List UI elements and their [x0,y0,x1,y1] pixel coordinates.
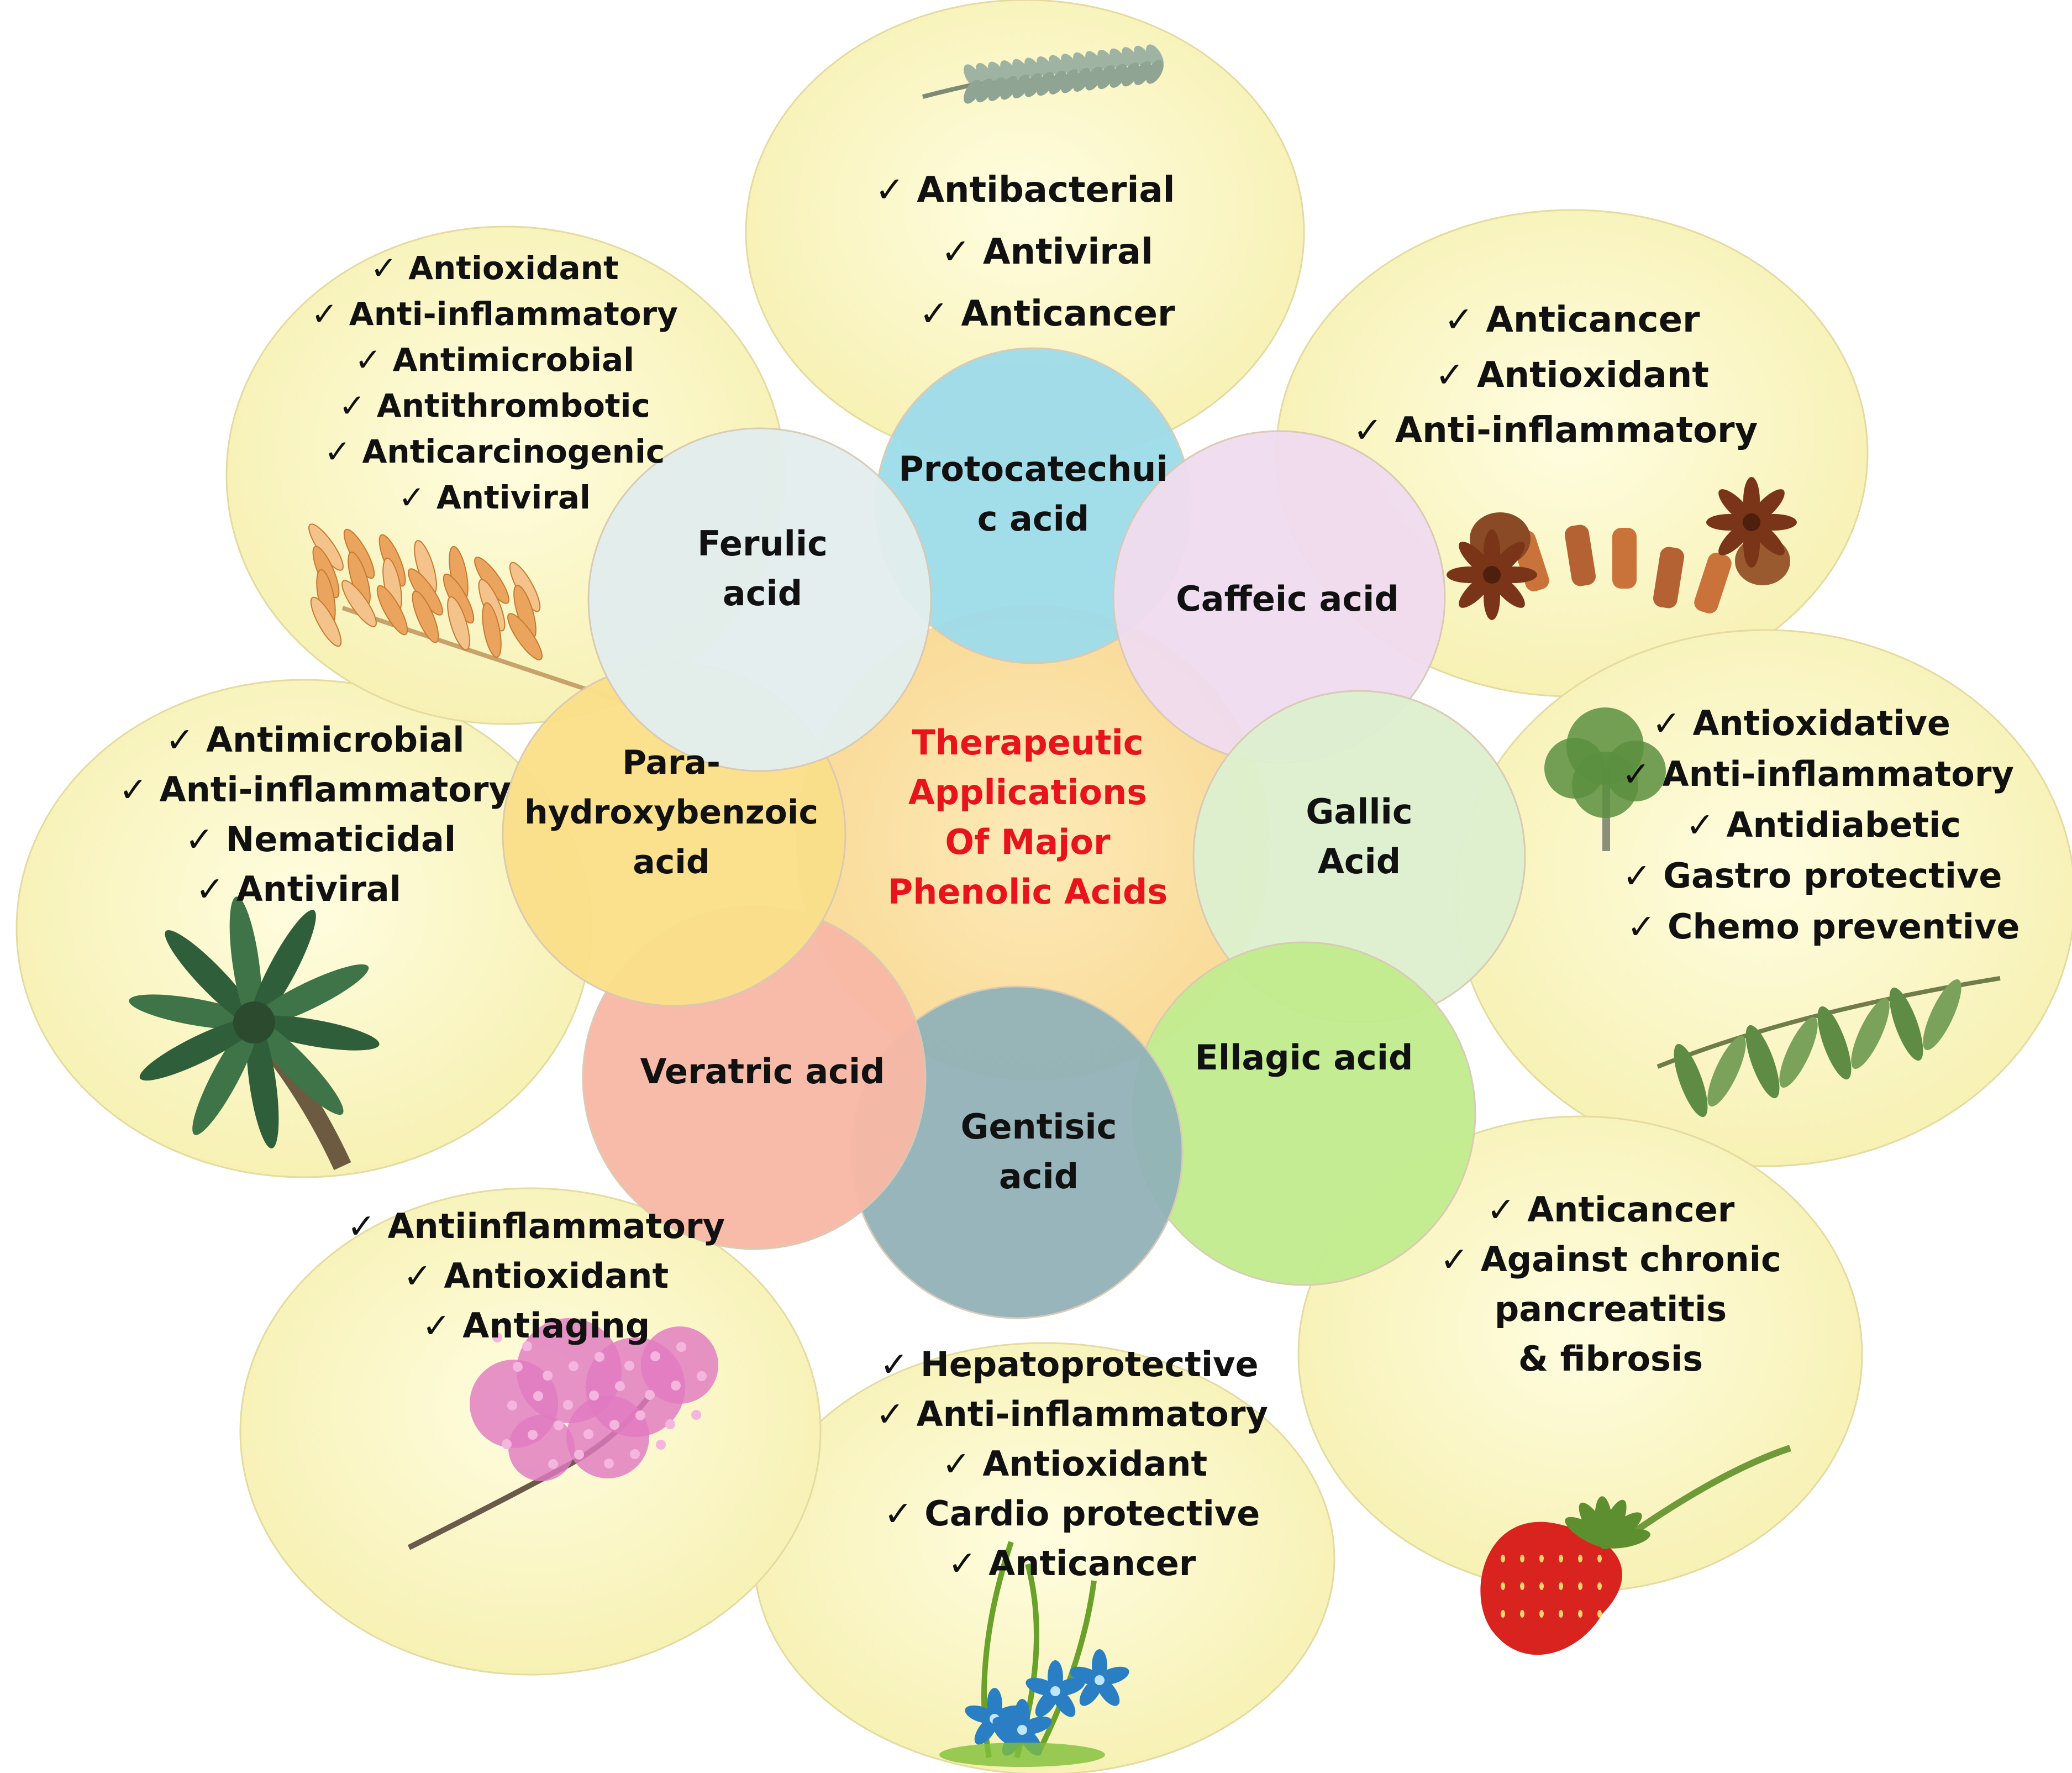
application-item-ferulic: ✓ Anti-inflammatory [311,295,678,333]
application-item-gallic: ✓ Gastro protective [1623,856,2002,896]
acid-label-gentisic: acid [999,1156,1079,1197]
application-item-gallic: ✓ Antioxidative [1652,703,1950,743]
application-item-ellagic: & fibrosis [1518,1339,1703,1379]
acid-label-parahydroxybenzoic: acid [633,843,710,882]
application-item-caffeic: ✓ Antioxidant [1435,355,1709,396]
blossom-tree-icon [407,1318,718,1550]
oat-grain-icon [308,523,625,704]
application-item-protocatechuic: ✓ Anticancer [919,293,1175,334]
strawberry-icon [1480,1445,1791,1655]
application-item-caffeic: ✓ Anticancer [1444,300,1700,340]
center-circle [796,605,1271,1080]
application-item-protocatechuic: ✓ Antiviral [941,232,1153,272]
application-item-veratric: ✓ Antioxidant [403,1256,669,1296]
application-item-parahydroxybenzoic: ✓ Anti-inflammatory [119,769,511,810]
acid-label-ferulic: Ferulic [697,523,828,564]
application-item-protocatechuic: ✓ Antibacterial [875,170,1175,211]
application-item-gentisic: ✓ Cardio protective [884,1493,1260,1534]
acid-circle-ellagic [1132,941,1476,1286]
application-item-ellagic: ✓ Against chronic [1440,1239,1781,1279]
center-title-line: Applications [908,772,1147,812]
application-item-gallic: ✓ Anti-inflammatory [1622,754,2014,794]
application-item-ellagic: ✓ Anticancer [1487,1189,1735,1230]
application-item-ferulic: ✓ Antiviral [398,479,591,516]
application-item-gallic: ✓ Chemo preventive [1627,906,2020,947]
application-item-caffeic: ✓ Anti-inflammatory [1353,410,1758,451]
application-item-parahydroxybenzoic: ✓ Antimicrobial [165,720,464,760]
application-item-parahydroxybenzoic: ✓ Nematicidal [185,819,456,859]
fern-sprig-icon [922,44,1164,104]
acid-label-parahydroxybenzoic: hydroxybenzoic [524,793,818,832]
application-item-veratric: ✓ Antiinflammatory [347,1206,725,1246]
application-item-gentisic: ✓ Anticancer [948,1543,1196,1583]
acid-label-protocatechuic: c acid [977,499,1090,539]
application-item-ferulic: ✓ Anticarcinogenic [324,433,665,470]
acid-label-parahydroxybenzoic: Para- [622,743,721,782]
application-item-gentisic: ✓ Hepatoprotective [880,1344,1258,1384]
acid-label-veratric: Veratric acid [640,1051,885,1092]
eucalyptus-icon [1544,707,2001,1118]
application-item-ferulic: ✓ Antithrombotic [339,387,650,424]
gentian-flower-icon [939,1541,1129,1767]
acid-label-caffeic: Caffeic acid [1176,579,1398,619]
center-title-line: Of Major [945,822,1111,862]
application-item-veratric: ✓ Antiaging [422,1305,650,1346]
application-item-gentisic: ✓ Antioxidant [942,1444,1207,1484]
application-item-ellagic: pancreatitis [1495,1289,1727,1329]
center-title-line: Therapeutic [912,722,1143,763]
application-item-ferulic: ✓ Antioxidant [370,249,618,287]
acid-label-protocatechuic: Protocatechui [898,449,1168,489]
application-item-gallic: ✓ Antidiabetic [1686,805,1961,845]
acid-label-ferulic: acid [723,573,802,613]
center-title-line: Phenolic Acids [888,872,1168,912]
application-item-ferulic: ✓ Antimicrobial [355,341,634,379]
palm-tree-icon [129,896,380,1171]
acid-label-gallic: Acid [1318,841,1401,882]
application-item-parahydroxybenzoic: ✓ Antiviral [196,869,401,909]
spices-icon [1447,477,1797,620]
application-item-gentisic: ✓ Anti-inflammatory [876,1394,1268,1434]
acid-label-gallic: Gallic [1306,791,1412,832]
acid-label-ellagic: Ellagic acid [1195,1037,1413,1078]
acid-label-gentisic: Gentisic [961,1106,1117,1147]
acid-circle-ferulic [587,427,932,772]
